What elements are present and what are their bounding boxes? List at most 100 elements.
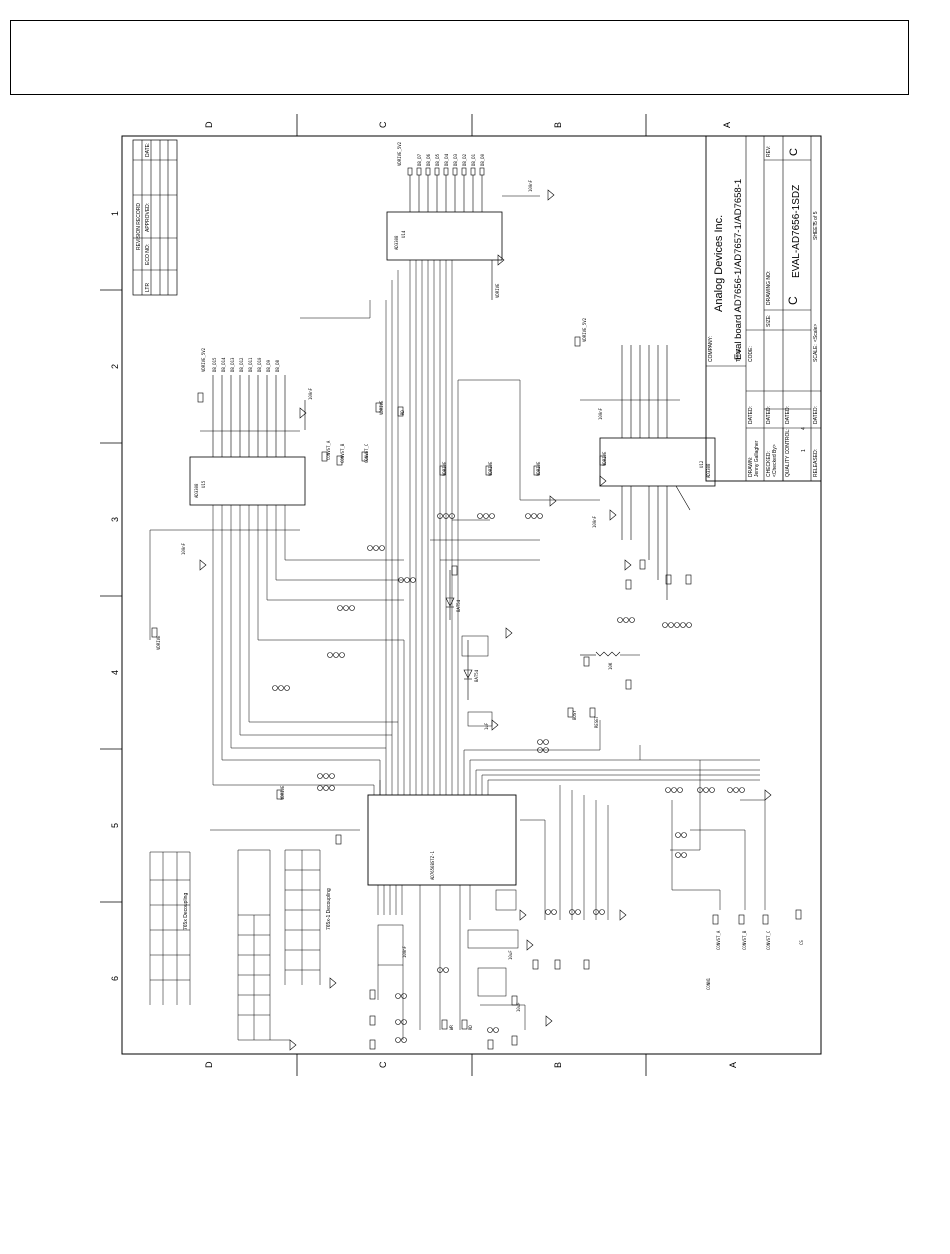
svg-text:4: 4: [110, 670, 120, 675]
svg-text:DB_D15: DB_D15: [212, 357, 217, 372]
main-adc-u1: AD7656BSTZ-1: [367, 260, 517, 1030]
svg-text:DB_D11: DB_D11: [248, 357, 253, 372]
svg-text:Analog Devices Inc.: Analog Devices Inc.: [713, 215, 725, 312]
svg-text:B: B: [553, 1062, 563, 1068]
svg-text:CODE:: CODE:: [748, 346, 754, 362]
svg-text:C: C: [786, 296, 800, 305]
revision-table: REVISION RECORD LTR ECO NO: APPROVED: DA…: [132, 139, 178, 296]
svg-text:RD: RD: [400, 410, 405, 415]
svg-text:Eval board AD7656-1/AD7657-1/A: Eval board AD7656-1/AD7657-1/AD7658-1: [733, 179, 744, 360]
svg-text:AD3308: AD3308: [194, 483, 199, 498]
svg-text:VDRIVE: VDRIVE: [602, 451, 607, 466]
svg-text:100nF: 100nF: [592, 515, 597, 528]
svg-text:2: 2: [110, 364, 120, 369]
svg-text:SHEET:: SHEET:: [813, 222, 819, 240]
svg-text:DATED:: DATED:: [785, 406, 791, 424]
svg-text:B: B: [553, 122, 563, 128]
svg-text:DATED:: DATED:: [766, 406, 772, 424]
svg-text:CHECKED:: CHECKED:: [766, 451, 772, 477]
svg-text:<Scale>: <Scale>: [813, 324, 819, 342]
svg-text:U15: U15: [201, 480, 206, 488]
svg-text:DRAWING NO:: DRAWING NO:: [766, 271, 772, 305]
svg-text:VDRIVE_5V2: VDRIVE_5V2: [582, 317, 587, 342]
svg-text:DB_D3: DB_D3: [453, 153, 458, 166]
svg-text:DATED:: DATED:: [813, 406, 819, 424]
svg-text:C: C: [788, 148, 800, 156]
svg-text:LTR: LTR: [145, 283, 151, 292]
svg-text:CONVST_B: CONVST_B: [742, 930, 747, 950]
svg-text:VDRIVE: VDRIVE: [488, 461, 493, 476]
svg-text:CONVST_A: CONVST_A: [326, 440, 331, 460]
svg-text:DB_D9: DB_D9: [266, 359, 271, 372]
svg-text:100nF: 100nF: [528, 179, 533, 192]
svg-text:C: C: [378, 1061, 388, 1068]
svg-text:10K: 10K: [608, 662, 613, 670]
link-jumpers: [272, 513, 745, 1043]
svg-text:BUSY: BUSY: [572, 710, 577, 720]
svg-text:ECO NO:: ECO NO:: [145, 244, 151, 265]
svg-text:VDRIVE: VDRIVE: [442, 461, 447, 476]
svg-text:AD3308: AD3308: [706, 463, 711, 478]
decoupling-765x: [149, 851, 191, 1005]
svg-text:VDRIVE: VDRIVE: [156, 635, 161, 650]
buffer-ic-u14: AD3308 U14 VDRIVE_5V2 100nF VDRIVE: [386, 141, 540, 300]
svg-text:U12: U12: [699, 460, 704, 468]
svg-text:U14: U14: [401, 230, 406, 238]
svg-text:DB_D1: DB_D1: [471, 153, 476, 166]
svg-text:C: C: [378, 121, 388, 128]
svg-text:DB_D14: DB_D14: [221, 357, 226, 372]
svg-text:DB_D12: DB_D12: [239, 357, 244, 372]
svg-text:765x-1 Decoupling: 765x-1 Decoupling: [326, 888, 332, 930]
svg-text:100nF: 100nF: [308, 387, 313, 400]
svg-text:DB_D10: DB_D10: [257, 357, 262, 372]
svg-text:5 of 5: 5 of 5: [813, 211, 819, 224]
decoupling-765x1: [284, 849, 321, 985]
data-labels-top: DB_D7 DB_D6 DB_D5 DB_D4 DB_D3 DB_D2 DB_D…: [417, 153, 485, 166]
net-labels: VDRIVE CONVST_A CONVST_B CONVST_C VDRIVE…: [156, 400, 804, 1030]
svg-text:4: 4: [801, 427, 807, 430]
svg-text:1: 1: [801, 449, 807, 452]
svg-text:DB_D2: DB_D2: [462, 153, 467, 166]
svg-text:QUALITY CONTROL:: QUALITY CONTROL:: [785, 428, 791, 477]
zone-letters-bottom: D C B A: [204, 1061, 738, 1068]
svg-text:DB_D5: DB_D5: [435, 153, 440, 166]
svg-text:DATE:: DATE:: [145, 143, 151, 157]
svg-text:DB_D6: DB_D6: [426, 153, 431, 166]
svg-text:DB_D7: DB_D7: [417, 153, 422, 166]
svg-text:BAT54: BAT54: [456, 599, 461, 612]
svg-text:TITLE:: TITLE:: [736, 347, 742, 362]
svg-text:A: A: [728, 1062, 738, 1068]
decoupling-caps-mid: [237, 849, 290, 1041]
svg-text:10uF: 10uF: [508, 950, 513, 960]
svg-text:CS: CS: [799, 940, 804, 945]
svg-text:RD: RD: [468, 1025, 473, 1030]
svg-text:100nF: 100nF: [181, 542, 186, 555]
header-box: [10, 20, 909, 95]
zone-ticks: [100, 114, 647, 1076]
svg-text:DB_D0: DB_D0: [480, 153, 485, 166]
signal-connectors: [151, 336, 802, 1050]
svg-text:10uF: 10uF: [516, 1002, 521, 1012]
svg-text:DATED:: DATED:: [748, 406, 754, 424]
svg-text:Jenny Gallagher: Jenny Gallagher: [754, 440, 760, 477]
svg-text:DB_D13: DB_D13: [230, 357, 235, 372]
svg-text:VDRIVE: VDRIVE: [379, 400, 384, 415]
svg-text:5: 5: [110, 823, 120, 828]
svg-text:CONN1: CONN1: [706, 977, 711, 990]
svg-text:CONVST_A: CONVST_A: [716, 930, 721, 950]
svg-text:AD3308: AD3308: [394, 235, 399, 250]
title-block: COMPANY: Analog Devices Inc. TITLE: Eval…: [705, 135, 822, 482]
svg-text:VDRIVE: VDRIVE: [495, 283, 500, 298]
data-labels-mid: DB_D15 DB_D14 DB_D13 DB_D12 DB_D11 DB_D1…: [212, 357, 280, 372]
svg-text:RESET: RESET: [594, 715, 599, 728]
reference-caps: [377, 635, 526, 1040]
data-bus-wiring: [149, 260, 766, 920]
svg-text:VDRIVE: VDRIVE: [536, 461, 541, 476]
svg-text:BAT54: BAT54: [474, 669, 479, 682]
svg-text:DB_D4: DB_D4: [444, 153, 449, 166]
drawing-frame: [121, 135, 822, 1055]
svg-text:VDRIVE_5V2: VDRIVE_5V2: [397, 141, 402, 166]
svg-text:SIZE:: SIZE:: [766, 314, 772, 327]
svg-text:AD7656BSTZ-1: AD7656BSTZ-1: [430, 851, 435, 880]
